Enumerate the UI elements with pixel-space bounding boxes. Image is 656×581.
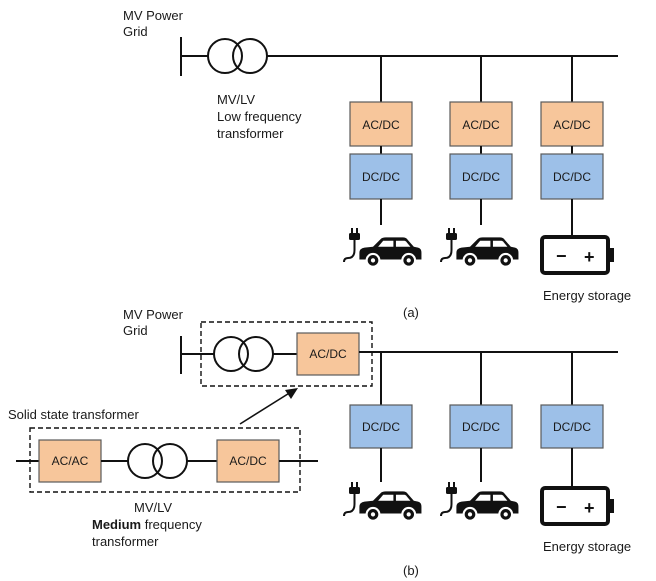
acdc-converter-box: [216, 439, 280, 483]
sst-dashed-box-top: [200, 321, 373, 387]
dcdc-label: DC/DC: [553, 170, 591, 184]
branch-b-3: DC/DC − + Energy storage: [540, 352, 631, 554]
plug-icon: [343, 482, 361, 517]
dcdc-label: DC/DC: [553, 420, 591, 434]
dcdc-label: DC/DC: [462, 170, 500, 184]
acdc-converter-box: [449, 101, 513, 147]
transformer-label-a-3: transformer: [217, 126, 284, 141]
transformer-label-a-1: MV/LV: [217, 92, 255, 107]
transformer-icon: [213, 336, 274, 372]
transformer-icon: [127, 443, 188, 479]
transformer-label-b-1: MV/LV: [134, 500, 172, 515]
battery-plus: +: [584, 247, 595, 267]
transformer-label-rest: frequency: [141, 517, 202, 532]
plug-icon: [343, 228, 361, 263]
transformer-label-b-2: Medium frequency: [92, 517, 202, 532]
battery-minus: −: [556, 497, 567, 517]
ev-car-icon: [455, 490, 520, 523]
dcdc-converter-box: [540, 153, 604, 200]
storage-label-a: Energy storage: [543, 288, 631, 303]
ev-car-icon: [455, 236, 520, 269]
battery-icon: − +: [540, 235, 614, 275]
dcdc-label: DC/DC: [362, 170, 400, 184]
grid-label-a-1: MV Power: [123, 8, 184, 23]
plug-icon: [440, 482, 458, 517]
storage-label-b: Energy storage: [543, 539, 631, 554]
plug-icon: [440, 228, 458, 263]
dcdc-converter-box: [349, 153, 413, 200]
acdc-label: AC/DC: [229, 454, 267, 468]
sst-arrow: [239, 391, 292, 425]
acdc-label: AC/DC: [309, 347, 347, 361]
acdc-label: AC/DC: [553, 118, 591, 132]
dcdc-label: DC/DC: [362, 420, 400, 434]
transformer-label-b-3: transformer: [92, 534, 159, 549]
caption-b: (b): [403, 563, 419, 578]
acdc-converter-box: [540, 101, 604, 147]
sst-label: Solid state transformer: [8, 407, 139, 422]
branch-a-2: AC/DC DC/DC: [440, 56, 520, 269]
branch-a-3: AC/DC DC/DC − + Energy storage: [540, 56, 631, 303]
acac-label: AC/AC: [52, 454, 89, 468]
grid-label-a-2: Grid: [123, 24, 148, 39]
grid-label-b-1: MV Power: [123, 307, 184, 322]
arrow-head: [285, 388, 298, 399]
transformer-label-bold: Medium: [92, 517, 141, 532]
battery-icon: − +: [540, 486, 614, 526]
acdc-label: AC/DC: [462, 118, 500, 132]
acdc-label: AC/DC: [362, 118, 400, 132]
battery-minus: −: [556, 246, 567, 266]
dcdc-converter-box: [449, 153, 513, 200]
transformer-label-a-2: Low frequency: [217, 109, 302, 124]
acac-converter-box: [38, 439, 102, 483]
dcdc-converter-box: [449, 404, 513, 449]
panel-b: MV Power Grid AC/DC Solid state transfor…: [8, 307, 631, 578]
transformer-icon: [207, 38, 268, 74]
grid-label-b-2: Grid: [123, 323, 148, 338]
acdc-converter-box: [296, 332, 360, 376]
dcdc-label: DC/DC: [462, 420, 500, 434]
panel-a: MV Power Grid MV/LV Low frequency transf…: [123, 8, 631, 320]
branch-a-1: AC/DC DC/DC: [343, 56, 423, 269]
caption-a: (a): [403, 305, 419, 320]
branch-b-2: DC/DC: [440, 352, 520, 523]
battery-plus: +: [584, 498, 595, 518]
dcdc-converter-box: [349, 404, 413, 449]
ev-car-icon: [358, 236, 423, 269]
ev-car-icon: [358, 490, 423, 523]
acdc-converter-box: [349, 101, 413, 147]
dcdc-converter-box: [540, 404, 604, 449]
branch-b-1: DC/DC: [343, 352, 423, 523]
